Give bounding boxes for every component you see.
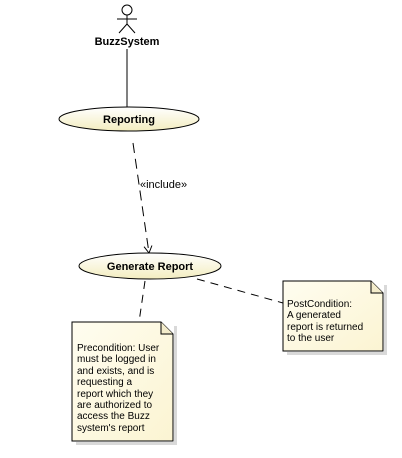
actor-buzzsystem-icon[interactable] (117, 4, 137, 34)
postcondition-line: PostCondition: (287, 299, 353, 310)
postcondition-line: A generated (287, 310, 341, 322)
use-case-reporting-label: Reporting (103, 114, 155, 126)
precondition-line: and exists, and is (77, 365, 155, 377)
include-dependency-line (132, 142, 153, 254)
postcondition-note-text: PostCondition: A generated report is ret… (287, 299, 363, 345)
postcondition-line: to the user (287, 333, 335, 345)
precondition-note-text: Precondition: User must be logged in and… (77, 343, 159, 434)
use-case-generate-report[interactable]: Generate Report (78, 252, 222, 280)
precondition-line: system's report (77, 422, 145, 434)
use-case-reporting[interactable]: Reporting (58, 106, 200, 132)
precondition-line: Precondition: User (77, 343, 160, 354)
precondition-line: requesting a (77, 377, 133, 389)
postcondition-note[interactable] (282, 280, 387, 355)
precondition-line: must be logged in (77, 354, 156, 366)
precondition-line: report which they (77, 388, 154, 400)
use-case-generate-report-label: Generate Report (107, 261, 194, 273)
actor-name: BuzzSystem (95, 36, 160, 48)
precondition-anchor-line (138, 280, 146, 323)
precondition-line: access the Buzz (77, 411, 150, 423)
precondition-note[interactable] (71, 321, 177, 445)
postcondition-line: report is returned (287, 321, 364, 333)
precondition-line: are authorized to (77, 400, 153, 412)
include-stereotype-label: «include» (140, 179, 187, 191)
postcondition-anchor-line (196, 278, 284, 304)
